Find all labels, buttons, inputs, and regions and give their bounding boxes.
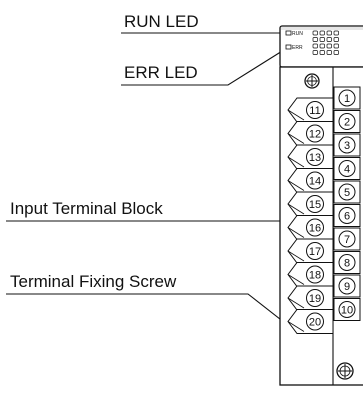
terminal-left-19: 19: [287, 285, 334, 311]
svg-text:5: 5: [344, 187, 350, 199]
terminal-right-2: 2: [333, 110, 361, 133]
svg-text:17: 17: [309, 246, 321, 258]
input-led: [319, 50, 325, 55]
terminal-right-5: 5: [333, 180, 361, 204]
terminal-right-7: 7: [333, 227, 361, 251]
terminal-left-20: 20: [287, 309, 334, 334]
input-led: [312, 30, 318, 36]
terminal-left-17: 17: [287, 238, 334, 264]
terminal-fixing-screw-label: Terminal Fixing Screw: [10, 272, 177, 291]
run-led-tag: RUN: [292, 31, 303, 37]
input-led: [326, 50, 332, 55]
err-led-indicator: [285, 44, 292, 50]
input-led-grid: [312, 30, 339, 55]
terminal-left-14: 14: [287, 168, 334, 193]
input-led: [319, 43, 325, 49]
terminal-right-10: 10: [333, 298, 361, 321]
svg-text:9: 9: [344, 281, 350, 293]
svg-text:20: 20: [309, 317, 321, 329]
svg-text:2: 2: [344, 117, 350, 129]
svg-text:8: 8: [344, 258, 350, 270]
input-led: [333, 30, 339, 36]
terminal-right-8: 8: [333, 251, 361, 274]
terminal-left-13: 13: [287, 144, 334, 170]
svg-text:3: 3: [344, 140, 350, 152]
terminal-right-6: 6: [333, 204, 361, 227]
input-led: [326, 30, 332, 36]
input-led: [312, 50, 318, 55]
err-led-leader: [121, 47, 288, 86]
svg-text:18: 18: [309, 270, 321, 282]
input-led: [312, 43, 318, 49]
input-led: [312, 37, 318, 42]
err-led-tag: ERR: [292, 45, 303, 51]
svg-text:10: 10: [341, 305, 353, 317]
svg-text:7: 7: [344, 234, 350, 246]
run-led-indicator: [285, 30, 292, 36]
svg-text:1: 1: [344, 93, 350, 105]
svg-text:6: 6: [344, 211, 350, 223]
terminal-fixing-screw-top: [304, 73, 320, 89]
svg-text:11: 11: [309, 105, 320, 117]
terminal-left-12: 12: [287, 121, 334, 146]
svg-text:15: 15: [309, 199, 321, 211]
input-led: [333, 37, 339, 42]
terminal-left-15: 15: [287, 191, 334, 217]
svg-text:16: 16: [309, 223, 321, 235]
terminal-left-11: 11: [287, 97, 334, 123]
module-top-shade: [281, 27, 363, 30]
terminal-left-16: 16: [287, 215, 334, 240]
err-led-label: ERR LED: [124, 63, 198, 82]
input-led: [333, 50, 339, 55]
input-terminal-block-label: Input Terminal Block: [10, 199, 163, 218]
svg-text:12: 12: [309, 129, 321, 141]
input-led: [333, 43, 339, 49]
input-led: [319, 37, 325, 42]
svg-text:14: 14: [309, 176, 321, 188]
svg-text:4: 4: [344, 164, 350, 176]
svg-text:13: 13: [309, 152, 321, 164]
terminal-fixing-screw-bottom: [336, 362, 354, 380]
terminal-left-18: 18: [287, 262, 334, 287]
terminal-right-3: 3: [333, 133, 361, 157]
run-led-label: RUN LED: [124, 12, 199, 31]
input-led: [326, 37, 332, 42]
terminal-right-9: 9: [333, 274, 361, 298]
svg-text:19: 19: [309, 293, 321, 305]
terminal-right-4: 4: [333, 157, 361, 180]
terminal-right-1: 1: [333, 86, 361, 110]
input-led: [326, 43, 332, 49]
input-led: [319, 30, 325, 36]
